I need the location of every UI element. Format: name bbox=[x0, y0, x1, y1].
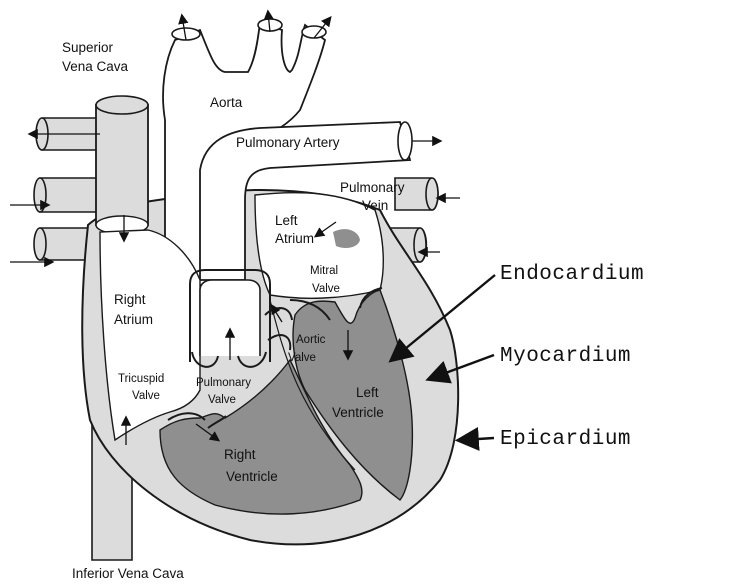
label-aortic-valve-line2: Valve bbox=[288, 352, 316, 364]
label-mitral-valve-line2: Valve bbox=[312, 283, 340, 295]
label-superior-vena-cava-line1: Superior bbox=[62, 40, 114, 55]
label-mitral-valve-line1: Mitral bbox=[310, 265, 338, 277]
label-epicardium: Epicardium bbox=[500, 428, 631, 451]
label-right-ventricle-line1: Right bbox=[224, 447, 256, 462]
label-aorta: Aorta bbox=[210, 95, 243, 110]
label-left-atrium-line1: Left bbox=[275, 213, 298, 228]
label-right-atrium-line2: Atrium bbox=[114, 312, 153, 327]
label-aortic-valve-line1: Aortic bbox=[296, 334, 326, 346]
label-pulmonary-vein-line2: Vein bbox=[362, 198, 388, 213]
label-tricuspid-valve-line2: Valve bbox=[132, 390, 160, 402]
label-myocardium: Myocardium bbox=[500, 345, 631, 368]
label-left-atrium-line2: Atrium bbox=[275, 231, 314, 246]
label-left-ventricle-line1: Left bbox=[356, 385, 379, 400]
label-pulmonary-artery: Pulmonary Artery bbox=[236, 135, 340, 150]
label-pulmonary-vein-line1: Pulmonary bbox=[340, 180, 405, 195]
label-right-ventricle-line2: Ventricle bbox=[226, 469, 278, 484]
label-pulmonary-valve-line2: Valve bbox=[208, 394, 236, 406]
label-pulmonary-valve-line1: Pulmonary bbox=[196, 377, 251, 389]
label-superior-vena-cava-line2: Vena Cava bbox=[62, 59, 129, 74]
superior-vena-cava bbox=[96, 105, 148, 225]
label-left-ventricle-line2: Ventricle bbox=[332, 405, 384, 420]
label-right-atrium-line1: Right bbox=[114, 292, 146, 307]
label-inferior-vena-cava: Inferior Vena Cava bbox=[72, 566, 184, 581]
label-endocardium: Endocardium bbox=[500, 263, 644, 286]
label-tricuspid-valve-line1: Tricuspid bbox=[118, 373, 164, 385]
